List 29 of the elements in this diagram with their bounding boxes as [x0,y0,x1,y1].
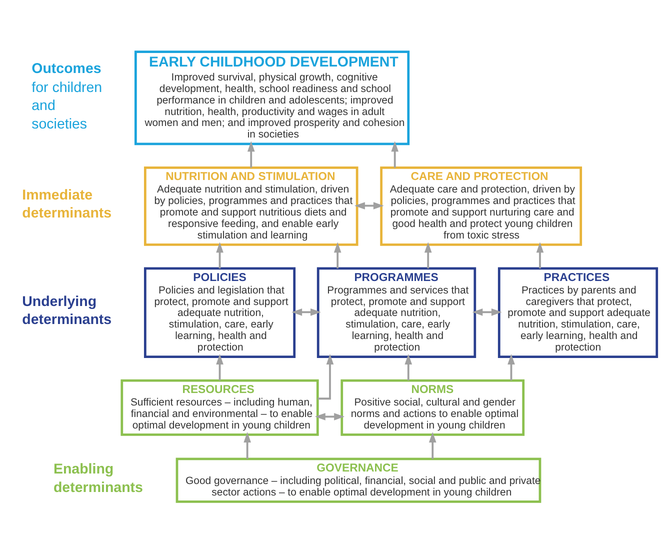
arrow [314,413,345,420]
node-box: RESOURCES Sufficient resources – including human, financial and environmental – to enable optimal development in young children [120,379,319,436]
arrow [244,432,251,459]
node-box: EARLY CHILDHOOD DEVELOPMENT Improved survival, physical growth, cognitive development, health, school readiness and school performance in children and adolescents; improved nutrition, health, productivity and wages in adult women and men; and improved prosperity and cohesion in societies [134,50,410,146]
arrow [247,141,255,168]
label: Outcomes [32,61,102,78]
arrow [391,141,398,168]
arrow [404,354,412,380]
node-box: PRACTICES Practices by parents and caregivers that protect, promote and support adequate nutrition, stimulation, care, early learning, health and protection [498,267,658,358]
label: Enabling determinants [53,462,143,496]
label: Underlying determinants [22,294,112,328]
arrow [292,308,321,316]
label: Immediate determinants [22,188,112,222]
node-box: POLICIES Policies and legislation that protect, promote and support adequate nutrition, stimulation, care, early learning, health and protection [144,267,296,358]
arrow [536,242,544,268]
arrow [216,354,224,380]
node-box: PROGRAMMES Programmes and services that protect, promote and support adequate nutrition, stimulation, care, early learning, health and protection [316,267,476,358]
arrow [472,308,502,316]
arrow [428,432,436,459]
arrow [424,242,432,268]
node-box: CARE AND PROTECTION Adequate care and protection, driven by policies, programmes and practices that promote and support nurturing care and good health and protect young children from toxic stress [380,166,582,246]
node-box: NORMS Positive social, cultural and gender norms and actions to enable optimal development in young children [340,379,525,436]
label: for children and societies [32,80,102,132]
arrow [508,354,515,380]
arrow [318,354,334,400]
arrow [216,242,224,268]
arrow [334,242,342,268]
node-box: NUTRITION AND STIMULATION Adequate nutrition and stimulation, driven by policies, programmes and practices that promote and support nutritious diets and responsive feeding, and enable early stimulation and learning [144,166,358,246]
arrow [354,202,384,210]
